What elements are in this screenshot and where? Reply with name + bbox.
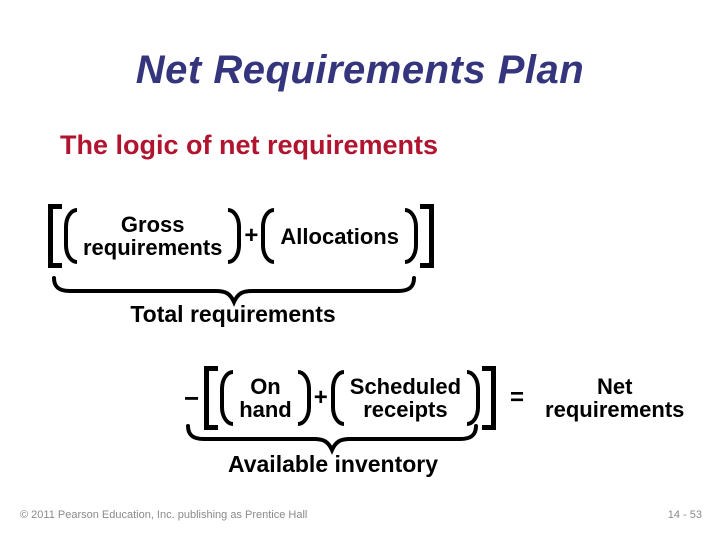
slide-subtitle: The logic of net requirements xyxy=(60,130,439,160)
close-paren-icon xyxy=(228,208,242,264)
term-line: requirements xyxy=(83,235,223,260)
gross-requirements-term: Gross requirements xyxy=(77,213,228,259)
open-paren-icon xyxy=(330,370,344,426)
term-line: Scheduled xyxy=(349,374,462,399)
allocations-term: Allocations xyxy=(274,225,405,248)
total-requirements-formula: Gross requirements + Allocations xyxy=(48,204,434,268)
underbrace-icon xyxy=(186,424,478,455)
term-line: Allocations xyxy=(280,223,399,249)
slide-title: Net Requirements Plan xyxy=(135,48,585,92)
open-paren-icon xyxy=(64,208,77,264)
close-paren-icon xyxy=(467,370,481,426)
term-line: receipts xyxy=(363,397,448,422)
term-line: Gross xyxy=(120,212,185,237)
scheduled-receipts-term: Scheduled receipts xyxy=(344,375,467,421)
term-line: On xyxy=(250,374,281,399)
available-inventory-label: Available inventory xyxy=(227,451,439,477)
slide-number: 14 - 53 xyxy=(667,509,702,521)
close-square-bracket-icon xyxy=(482,366,497,430)
total-requirements-label: Total requirements xyxy=(130,301,336,327)
open-paren-icon xyxy=(261,208,275,264)
net-requirements-result: Net requirements xyxy=(541,375,688,421)
open-square-bracket-icon xyxy=(48,204,62,268)
copyright-text: © 2011 Pearson Education, Inc. publishin… xyxy=(20,509,308,521)
net-requirements-formula: − On hand + Scheduled receipts = Net req… xyxy=(183,366,688,430)
equals-operator: = xyxy=(510,384,525,411)
term-line: hand xyxy=(239,397,292,422)
close-paren-icon xyxy=(404,208,418,264)
open-paren-icon xyxy=(220,370,234,426)
minus-operator: − xyxy=(184,383,200,413)
term-line: Net xyxy=(597,374,633,399)
close-square-bracket-icon xyxy=(419,204,434,268)
close-paren-icon xyxy=(297,370,311,426)
term-line: requirements xyxy=(545,397,685,422)
on-hand-term: On hand xyxy=(233,375,298,421)
plus-operator: + xyxy=(244,222,259,249)
plus-operator: + xyxy=(313,384,328,411)
open-square-bracket-icon xyxy=(204,366,219,430)
underbrace-icon xyxy=(52,276,416,307)
